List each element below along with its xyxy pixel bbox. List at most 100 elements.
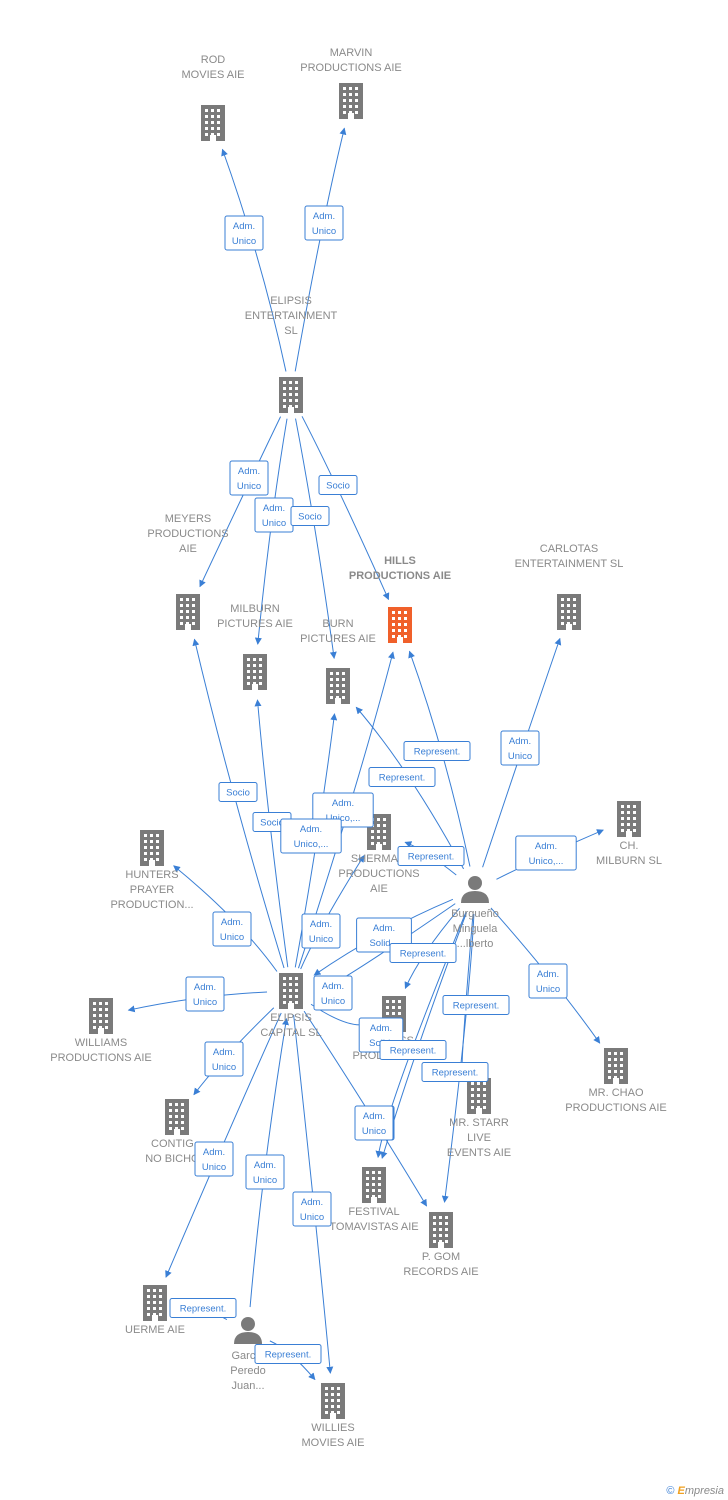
edge-label[interactable]: Adm.Unico bbox=[304, 205, 344, 241]
building-icon bbox=[279, 973, 303, 1009]
building-icon bbox=[388, 607, 412, 643]
edge-label[interactable]: Represent. bbox=[421, 1062, 489, 1082]
edge-label-box bbox=[515, 835, 577, 871]
building-icon bbox=[243, 654, 267, 690]
node-label: ...lberto bbox=[457, 938, 494, 950]
node-label: MEYERS bbox=[165, 513, 211, 525]
node-label: P. GOM bbox=[422, 1251, 460, 1263]
edge-label[interactable]: Represent. bbox=[254, 1344, 322, 1364]
edge-label-text: Adm. bbox=[370, 1023, 392, 1034]
edge-label[interactable]: Adm.Unico bbox=[354, 1105, 394, 1141]
edge-label[interactable]: Socio bbox=[218, 782, 258, 802]
node-ch-milburn[interactable]: CH.MILBURN SL bbox=[596, 801, 662, 867]
building-icon bbox=[176, 594, 200, 630]
edge-label[interactable]: Represent. bbox=[389, 943, 457, 963]
building-icon bbox=[429, 1212, 453, 1248]
node-label: MILBURN bbox=[230, 603, 280, 615]
edge-label[interactable]: Adm.Unico bbox=[254, 497, 294, 533]
edge-label-box bbox=[500, 730, 540, 766]
edge-label-box bbox=[389, 943, 457, 963]
edge-label[interactable]: Represent. bbox=[442, 995, 510, 1015]
edge-label[interactable]: Socio bbox=[318, 475, 358, 495]
edge-label[interactable]: Adm.Unico bbox=[301, 913, 341, 949]
edge-label-box bbox=[169, 1298, 237, 1318]
node-label: HUNTERS bbox=[125, 869, 178, 881]
node-label: BURN bbox=[322, 618, 353, 630]
edge-label[interactable]: Represent. bbox=[403, 741, 471, 761]
node-label: PICTURES AIE bbox=[300, 633, 376, 645]
edge-label[interactable]: Represent. bbox=[397, 846, 465, 866]
building-icon bbox=[201, 105, 225, 141]
edge-label-text: Adm. bbox=[509, 736, 531, 747]
edge-label[interactable]: Adm.Unico bbox=[528, 963, 568, 999]
footer-brand: © Empresia bbox=[666, 1485, 724, 1497]
node-milburn-pics[interactable]: MILBURN PICTURES AIE bbox=[217, 603, 293, 690]
edge-label[interactable]: Adm.Unico,... bbox=[515, 835, 577, 871]
node-contig[interactable]: CONTIG...NO BICHO... bbox=[145, 1099, 209, 1165]
node-label: TOMAVISTAS AIE bbox=[329, 1221, 418, 1233]
building-icon bbox=[326, 668, 350, 704]
building-icon bbox=[362, 1167, 386, 1203]
edge-label[interactable]: Adm.Unico bbox=[212, 911, 252, 947]
edge-label-text: Socio bbox=[260, 818, 284, 829]
building-icon bbox=[279, 377, 303, 413]
edge-label[interactable]: Represent. bbox=[368, 767, 436, 787]
edge-label[interactable]: Adm.Unico bbox=[185, 976, 225, 1012]
edge-label[interactable]: Adm.Unico bbox=[245, 1154, 285, 1190]
building-icon bbox=[89, 998, 113, 1034]
edge-label[interactable]: Adm.Unico,... bbox=[280, 818, 342, 854]
node-label: PRODUCTIONS AIE bbox=[300, 62, 401, 74]
edge-label[interactable]: Adm.Unico bbox=[500, 730, 540, 766]
edge-label[interactable]: Represent. bbox=[379, 1040, 447, 1060]
edge-label-text: Unico bbox=[312, 226, 336, 237]
edge-label[interactable]: Represent. bbox=[169, 1298, 237, 1318]
edge-label-box bbox=[403, 741, 471, 761]
node-label: NO BICHO... bbox=[145, 1153, 209, 1165]
edge-label-text: Adm. bbox=[332, 798, 354, 809]
edge-label[interactable]: Adm.Unico bbox=[224, 215, 264, 251]
edge-label-text: Adm. bbox=[238, 466, 260, 477]
edge-label[interactable]: Adm.Unico bbox=[292, 1191, 332, 1227]
node-label: HILLS bbox=[384, 555, 416, 567]
node-label: Minguela bbox=[453, 923, 499, 935]
edge-label[interactable]: Adm.Unico bbox=[194, 1141, 234, 1177]
node-uerme[interactable]: UERME AIE bbox=[125, 1285, 185, 1336]
edge-label-text: Unico bbox=[321, 996, 345, 1007]
node-burn[interactable]: BURN PICTURES AIE bbox=[300, 618, 376, 704]
edge-label[interactable]: Adm.Unico bbox=[313, 975, 353, 1011]
edge-label-text: Represent. bbox=[408, 852, 454, 863]
node-label: WILLIES bbox=[311, 1422, 354, 1434]
building-icon bbox=[617, 801, 641, 837]
node-label: MR. STARR bbox=[449, 1117, 509, 1129]
node-hunters[interactable]: HUNTERSPRAYERPRODUCTION... bbox=[110, 830, 194, 911]
edge-label[interactable]: Adm.Unico bbox=[204, 1041, 244, 1077]
edge-label[interactable]: Socio bbox=[290, 506, 330, 526]
edge-label-text: Adm. bbox=[373, 923, 395, 934]
edge-label-box bbox=[224, 215, 264, 251]
node-label: PICTURES AIE bbox=[217, 618, 293, 630]
edge-label[interactable]: Adm.Unico bbox=[229, 460, 269, 496]
building-icon bbox=[557, 594, 581, 630]
edge-label-text: Adm. bbox=[233, 221, 255, 232]
edge-label-text: Unico bbox=[220, 932, 244, 943]
edge-label-box bbox=[318, 475, 358, 495]
node-label: EVENTS AIE bbox=[447, 1147, 511, 1159]
node-label: MR. CHAO bbox=[589, 1087, 644, 1099]
edge-label-box bbox=[290, 506, 330, 526]
edge-label-box bbox=[204, 1041, 244, 1077]
